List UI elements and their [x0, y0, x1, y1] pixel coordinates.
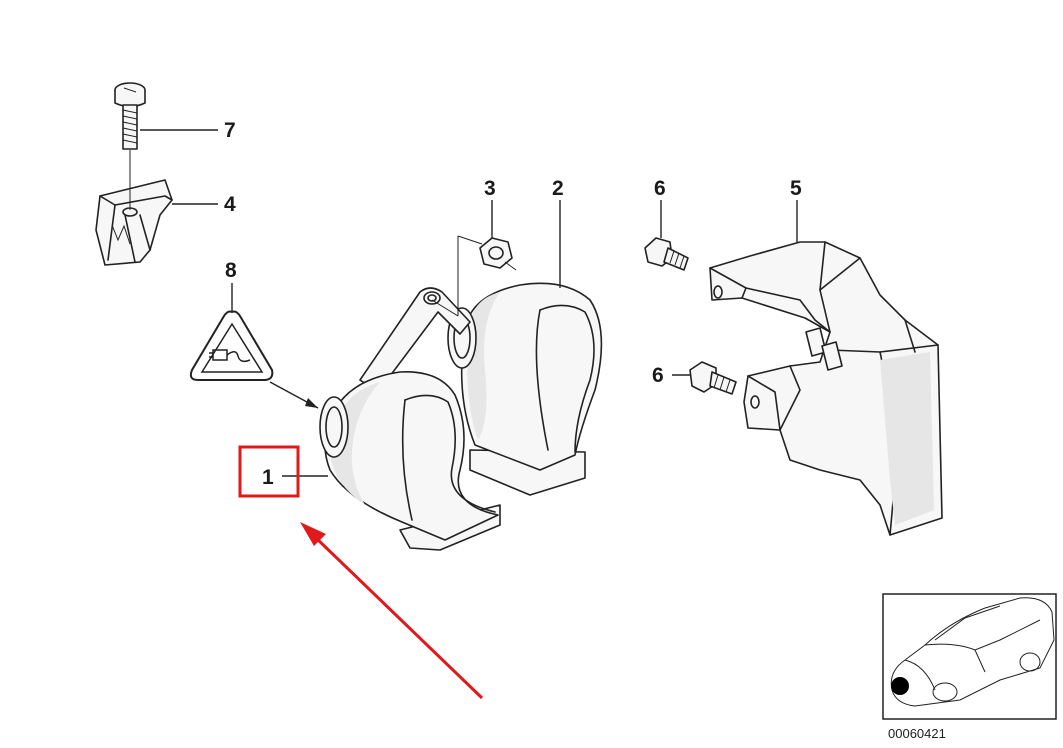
bracket-part-4[interactable]: [95, 150, 173, 266]
bolt-part-7[interactable]: [114, 82, 146, 150]
nut-part-3[interactable]: [479, 237, 517, 271]
highlight-box: [238, 445, 300, 498]
callout-6-lower: 6: [652, 364, 664, 387]
mounting-strap: [359, 287, 471, 393]
callout-3: 3: [484, 177, 496, 200]
electrical-plug-warning-icon[interactable]: [189, 310, 274, 381]
callout-7: 7: [224, 119, 236, 142]
callout-2: 2: [552, 177, 564, 200]
horn-part-2[interactable]: [447, 282, 603, 496]
bolt-part-6-upper[interactable]: [644, 237, 689, 271]
bolt-part-6-lower[interactable]: [689, 361, 737, 395]
car-locator-icon: [882, 593, 1057, 720]
reference-number: 00060421: [888, 726, 946, 741]
cover-part-5[interactable]: [709, 241, 943, 536]
callout-1: 1: [262, 466, 274, 489]
highlight-arrow: [300, 522, 484, 700]
callout-4: 4: [224, 193, 236, 216]
callout-8: 8: [225, 259, 237, 282]
callout-6-upper: 6: [654, 177, 666, 200]
horn-part-1[interactable]: [319, 371, 501, 551]
callout-5: 5: [790, 177, 802, 200]
